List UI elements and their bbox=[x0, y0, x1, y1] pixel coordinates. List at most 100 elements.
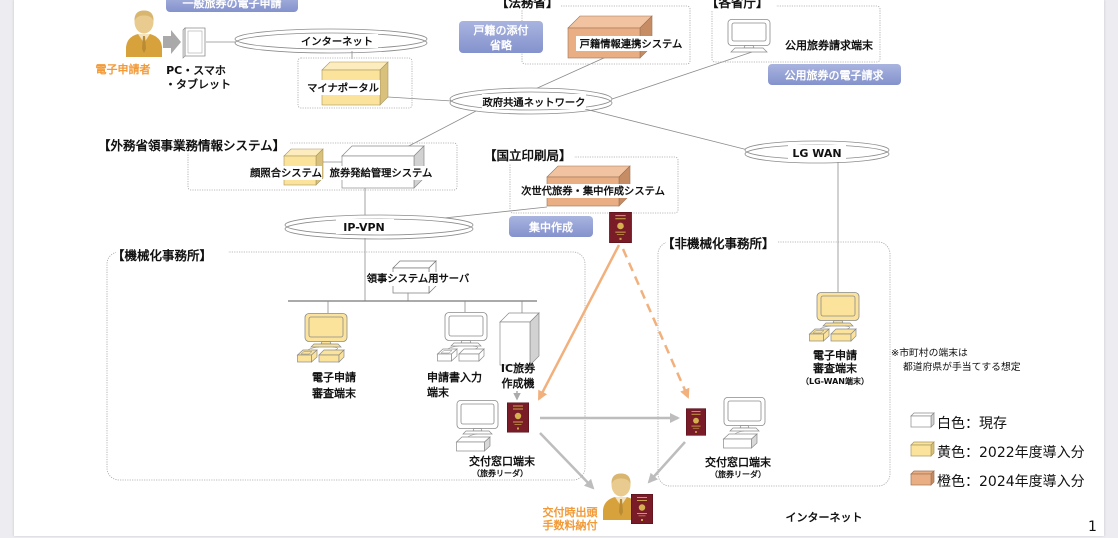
legend-swatch bbox=[910, 441, 935, 446]
official-terminal-monitor-icon bbox=[727, 19, 771, 53]
counter-terminal-label: 交付窓口端末 bbox=[469, 454, 536, 468]
svg-text:省略: 省略 bbox=[489, 38, 513, 52]
handover-arrow-non-mechanized bbox=[647, 441, 686, 484]
callout-official-request: 公用旅券の電子請求 bbox=[768, 64, 901, 85]
government-network-label: 政府共通ネットワーク bbox=[483, 96, 586, 109]
mynaportal-label: マイナポータル bbox=[307, 82, 380, 95]
delivery-arrow-to-non-mechanized bbox=[621, 248, 690, 399]
non-mechanized-office-title-group: 【非機械化事務所】 bbox=[662, 234, 778, 251]
lg-wan-network: LG WAN bbox=[744, 140, 890, 164]
lgwan-review-sublabel: （LG-WAN端末） bbox=[801, 376, 869, 386]
link-govnet-lgwan bbox=[584, 108, 749, 151]
lg-wan-label: LG WAN bbox=[792, 147, 841, 160]
koseki-system: 戸籍情報連携システム bbox=[567, 15, 686, 59]
moj-title: 【法務省】 bbox=[496, 0, 559, 10]
ip-vpn-label: IP-VPN bbox=[343, 221, 385, 234]
link-mynaportal-govnet bbox=[387, 96, 453, 102]
mofa-title-group: 【外務省領事業務情報システム】 bbox=[98, 137, 290, 153]
internet-label: インターネット bbox=[301, 36, 373, 48]
pickup-channel-label: インターネット bbox=[786, 511, 863, 524]
moj-title-group: 【法務省】 bbox=[496, 0, 560, 10]
legend: 白色：現存 黄色：2022年度導入分 橙色：2024年度導入分 bbox=[910, 412, 1085, 490]
ic-machine-label-line1: IC旅券 bbox=[501, 361, 536, 375]
tablet-icon bbox=[182, 27, 206, 59]
review-terminal-label-line1: 電子申請 bbox=[312, 370, 356, 384]
applicant-label: 電子申請者 bbox=[96, 62, 151, 76]
municipality-note-line1: ※市町村の端末は bbox=[891, 346, 968, 359]
ic-machine-label-line2: 作成機 bbox=[502, 376, 535, 390]
legend-item-2024: 橙色：2024年度導入分 bbox=[910, 470, 1085, 490]
next-gen-passport-system: 次世代旅券・集中作成システム bbox=[519, 165, 667, 207]
government-network: 政府共通ネットワーク bbox=[449, 87, 613, 115]
non-mechanized-office-title: 【非機械化事務所】 bbox=[662, 236, 775, 251]
official-terminal-label: 公用旅券請求端末 bbox=[785, 38, 874, 52]
passport-icon bbox=[631, 494, 653, 524]
mechanized-office-title: 【機械化事務所】 bbox=[112, 248, 212, 263]
ip-vpn-network: IP-VPN bbox=[284, 214, 474, 240]
lgwan-review-terminal-icon bbox=[809, 292, 860, 342]
counter-terminal-label: 交付窓口端末 bbox=[705, 455, 772, 469]
lgwan-review-label-line2: 審査端末 bbox=[812, 361, 858, 375]
consular-server-label: 領事システム用サーバ bbox=[366, 272, 470, 285]
counter-terminal-icon bbox=[456, 400, 499, 452]
callout-koseki-omission: 戸籍の添付 省略 bbox=[459, 21, 543, 53]
mofa-title: 【外務省領事業務情報システム】 bbox=[98, 138, 285, 153]
link-govnet-ministries bbox=[611, 51, 753, 100]
pickup-label-line1: 交付時出頭 bbox=[543, 505, 599, 519]
input-terminal-label-line1: 申請書入力 bbox=[427, 370, 482, 384]
mynaportal-server: マイナポータル bbox=[306, 61, 389, 106]
input-terminal-label-line2: 端末 bbox=[427, 385, 450, 399]
svg-text:集中作成: 集中作成 bbox=[528, 220, 573, 234]
legend-item-existing: 白色：現存 bbox=[910, 412, 1007, 432]
page-number: 1 bbox=[1088, 519, 1097, 535]
link-govnet-moj bbox=[532, 56, 607, 91]
device-label-line1: PC・スマホ bbox=[166, 64, 226, 77]
legend-swatch bbox=[910, 412, 935, 417]
passport-icon bbox=[686, 408, 706, 436]
svg-text:戸籍の添付: 戸籍の添付 bbox=[474, 23, 529, 37]
legend-label: 橙色：2024年度導入分 bbox=[937, 473, 1085, 490]
printing-bureau-title-group: 【国立印刷局】 bbox=[484, 148, 574, 164]
pickup-label-line2: 手数料納付 bbox=[543, 518, 598, 532]
internet-network: インターネット bbox=[234, 28, 428, 54]
passport-icon bbox=[609, 212, 632, 243]
ministries-title: 【各省庁】 bbox=[706, 0, 769, 10]
legend-swatch bbox=[910, 470, 935, 475]
counter-terminal-icon bbox=[723, 397, 766, 449]
review-terminal-icon bbox=[297, 313, 348, 363]
legend-label: 白色：現存 bbox=[937, 415, 1007, 432]
link-govnet-mofa bbox=[404, 110, 477, 149]
svg-text:公用旅券の電子請求: 公用旅券の電子請求 bbox=[785, 68, 885, 82]
mechanized-office-box bbox=[106, 251, 586, 481]
mofa-box bbox=[187, 142, 458, 191]
counter-terminal-sublabel: （旅券リーダ） bbox=[472, 468, 528, 478]
device-label-line2: ・タブレット bbox=[165, 77, 231, 91]
face-system-label: 顔照合システム bbox=[249, 167, 322, 180]
delivery-arrow-to-mechanized bbox=[537, 244, 621, 401]
koseki-system-label: 戸籍情報連携システム bbox=[580, 38, 683, 51]
lgwan-review-label-line1: 電子申請 bbox=[813, 348, 857, 362]
printing-bureau-title: 【国立印刷局】 bbox=[484, 148, 572, 163]
legend-item-2022: 黄色：2022年度導入分 bbox=[910, 441, 1085, 461]
consular-server: 領事システム用サーバ bbox=[366, 260, 470, 294]
mechanized-office-title-group: 【機械化事務所】 bbox=[112, 246, 228, 263]
counter-terminal-sublabel: （旅券リーダ） bbox=[710, 469, 766, 479]
review-terminal-label-line2: 審査端末 bbox=[311, 386, 357, 400]
legend-label: 黄色：2022年度導入分 bbox=[937, 444, 1085, 461]
next-gen-system-label: 次世代旅券・集中作成システム bbox=[521, 185, 665, 198]
svg-text:一般旅券の電子申請: 一般旅券の電子申請 bbox=[183, 0, 282, 10]
ic-passport-machine bbox=[499, 312, 540, 366]
application-input-terminal-icon bbox=[437, 312, 488, 362]
municipality-note-line2: 都道府県が手当てする想定 bbox=[903, 360, 1021, 373]
mynaportal-box bbox=[297, 57, 413, 109]
issuance-system-label: 旅券発給管理システム bbox=[329, 167, 433, 180]
ministries-title-group: 【各省庁】 bbox=[706, 0, 776, 10]
handover-arrow-mechanized bbox=[539, 432, 595, 490]
arrow-right-icon bbox=[163, 30, 181, 54]
callout-online-application: 一般旅券の電子申請 bbox=[166, 0, 298, 12]
applicant-person-icon bbox=[126, 10, 162, 57]
flow-arrows bbox=[537, 244, 690, 490]
callout-centralized: 集中作成 bbox=[509, 216, 593, 237]
passport-icon bbox=[507, 402, 529, 433]
